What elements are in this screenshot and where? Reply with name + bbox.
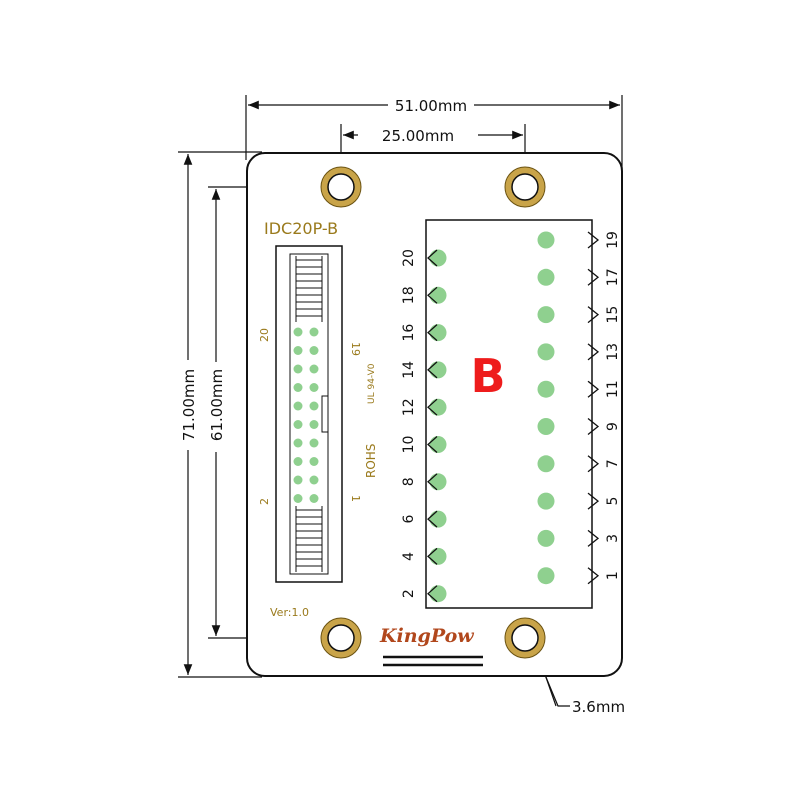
terminal-pin-label: 3 <box>605 534 621 543</box>
idc-latch-top <box>295 256 323 322</box>
terminal-pin-label: 13 <box>605 343 621 361</box>
idc-pin <box>309 420 319 429</box>
idc-pin <box>293 401 303 411</box>
terminal-pin-label: 11 <box>605 380 621 398</box>
terminal-pin-right: 3 <box>537 529 621 547</box>
terminal-pin-label: 20 <box>401 249 417 267</box>
terminal-right-row: 19 17 15 13 11 9 7 5 3 1 <box>537 231 621 585</box>
terminal-pin-right: 19 <box>537 231 621 249</box>
idc-pin <box>293 364 303 374</box>
terminal-pin-left: 8 <box>401 473 447 491</box>
board-model-label: IDC20P-B <box>264 219 338 238</box>
dim-width-overall: 51.00mm <box>395 97 467 115</box>
terminal-pin-label: 2 <box>401 589 417 598</box>
idc-pin <box>309 364 319 374</box>
terminal-pin-left: 4 <box>401 547 447 565</box>
dim-height-overall: 71.00mm <box>180 369 198 441</box>
terminal-pin-left: 12 <box>401 398 447 416</box>
terminal-pin-label: 17 <box>605 268 621 286</box>
idc-pin <box>293 438 303 448</box>
idc-pin <box>309 475 319 485</box>
idc-pin <box>293 327 303 337</box>
terminal-pin-label: 10 <box>401 436 417 454</box>
dim-hole-diameter: 3.6mm <box>572 698 625 716</box>
terminal-pin-label: 9 <box>605 422 621 431</box>
dim-width-holes: 25.00mm <box>382 127 454 145</box>
ul-label: UL 94-V0 <box>367 363 377 404</box>
idc-label-bottom-right: 1 <box>349 495 362 502</box>
terminal-pin-left: 14 <box>401 361 447 379</box>
idc-header <box>275 245 343 583</box>
idc-pin <box>309 438 319 448</box>
terminal-pin-left: 10 <box>401 436 447 454</box>
idc-pin <box>309 383 319 392</box>
terminal-pin-label: 6 <box>401 515 417 524</box>
terminal-pin-label: 7 <box>605 459 621 468</box>
idc-pin <box>293 383 303 392</box>
terminal-pin-label: 4 <box>401 552 417 561</box>
idc-pin <box>309 457 319 466</box>
terminal-pin-label: 5 <box>605 497 621 506</box>
terminal-pin-left: 20 <box>401 249 447 267</box>
idc-latch-bottom <box>295 506 323 572</box>
terminal-pin-right: 5 <box>537 492 621 510</box>
idc-pin <box>309 327 319 337</box>
terminal-pin-right: 1 <box>537 567 621 585</box>
board-version-label: Ver:1.0 <box>270 606 309 619</box>
mounting-hole-bottom-right <box>504 617 546 659</box>
terminal-pin-right: 7 <box>537 455 621 473</box>
terminal-pin-left: 18 <box>401 286 447 304</box>
mounting-hole-top-right <box>504 166 546 208</box>
idc-label-top-right: 19 <box>349 342 362 356</box>
terminal-pin-label: 12 <box>401 398 417 416</box>
terminal-pin-left: 16 <box>401 324 447 342</box>
terminal-left-row: 20 18 16 14 12 10 8 6 4 2 <box>401 249 447 603</box>
terminal-pin-right: 15 <box>537 306 621 324</box>
mounting-holes <box>320 166 546 659</box>
idc-pin <box>293 494 303 503</box>
terminal-pin-left: 6 <box>401 510 447 528</box>
idc-pin <box>293 475 303 485</box>
terminal-pin-left: 2 <box>401 585 447 603</box>
terminal-pin-label: 19 <box>605 231 621 249</box>
terminal-pin-right: 11 <box>537 380 621 398</box>
rohs-label: ROHS <box>364 444 378 478</box>
dim-height-holes: 61.00mm <box>208 369 226 441</box>
terminal-pin-label: 1 <box>605 571 621 580</box>
terminal-pin-label: 16 <box>401 324 417 342</box>
mounting-hole-bottom-left <box>320 617 362 659</box>
idc-label-top-left: 20 <box>258 328 271 342</box>
idc-label-bottom-left: 2 <box>258 498 271 505</box>
terminal-pin-label: 8 <box>401 477 417 486</box>
terminal-pin-right: 9 <box>537 417 621 436</box>
idc-pin <box>293 346 303 355</box>
idc-pin <box>309 401 319 411</box>
terminal-pin-label: 18 <box>401 286 417 304</box>
terminal-pin-right: 13 <box>537 343 621 361</box>
terminal-pin-label: 15 <box>605 306 621 324</box>
brand-logo: KingPow <box>379 625 474 647</box>
terminal-pin-right: 17 <box>537 268 621 286</box>
terminal-pin-label: 14 <box>401 361 417 379</box>
terminal-block-outline <box>425 219 593 609</box>
idc-pin <box>309 346 319 355</box>
idc-pin <box>293 420 303 429</box>
idc-pin-grid <box>293 327 319 503</box>
mounting-hole-top-left <box>320 166 362 208</box>
idc-outline <box>275 245 343 583</box>
idc-pin <box>293 457 303 466</box>
idc-pin <box>309 494 319 503</box>
variant-letter: B <box>470 349 505 403</box>
idc-key-notch <box>321 395 329 433</box>
